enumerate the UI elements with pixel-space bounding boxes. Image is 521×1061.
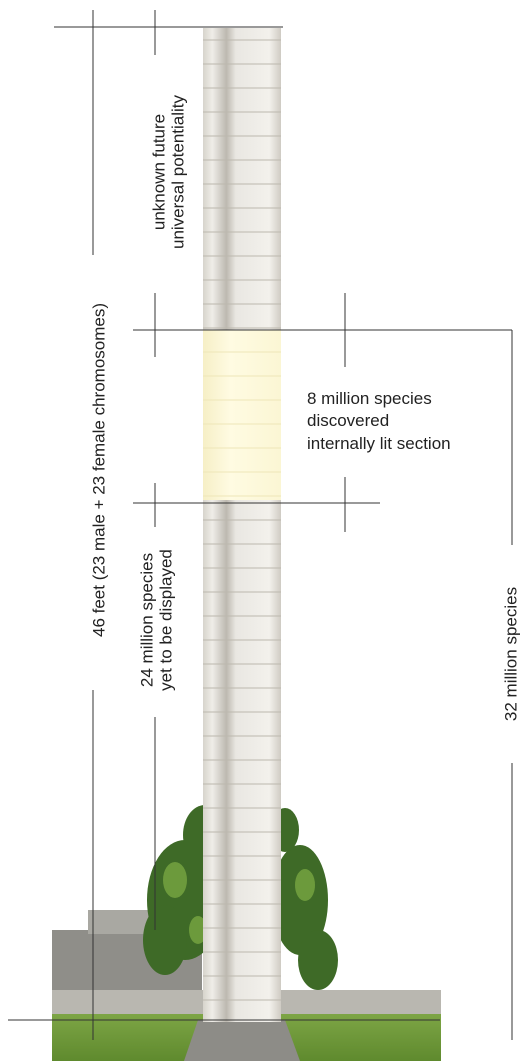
column-base: [184, 1020, 300, 1061]
foliage-highlights: [163, 862, 315, 944]
discovered-label-line3: internally lit section: [307, 434, 451, 453]
dimension-lines: [8, 10, 513, 1040]
discovered-label-line2: discovered: [307, 411, 389, 430]
total-height-label: 46 feet (23 male + 23 female chromosomes…: [89, 303, 108, 637]
future-label-line2: universal potentiality: [168, 94, 187, 249]
column-upper: [203, 28, 281, 330]
undisplayed-label-line2: yet to be displayed: [156, 549, 175, 691]
undisplayed-label-line1: 24 million species: [137, 553, 156, 687]
total-species-label: 32 million species: [501, 587, 520, 721]
column-lower: [203, 500, 281, 1022]
lit-section: [203, 330, 281, 500]
labels: 46 feet (23 male + 23 female chromosomes…: [89, 94, 520, 721]
column-joints: [203, 39, 281, 1001]
future-label-line1: unknown future: [149, 114, 168, 230]
column: [203, 28, 281, 1022]
discovered-label-line1: 8 million species: [307, 389, 432, 408]
